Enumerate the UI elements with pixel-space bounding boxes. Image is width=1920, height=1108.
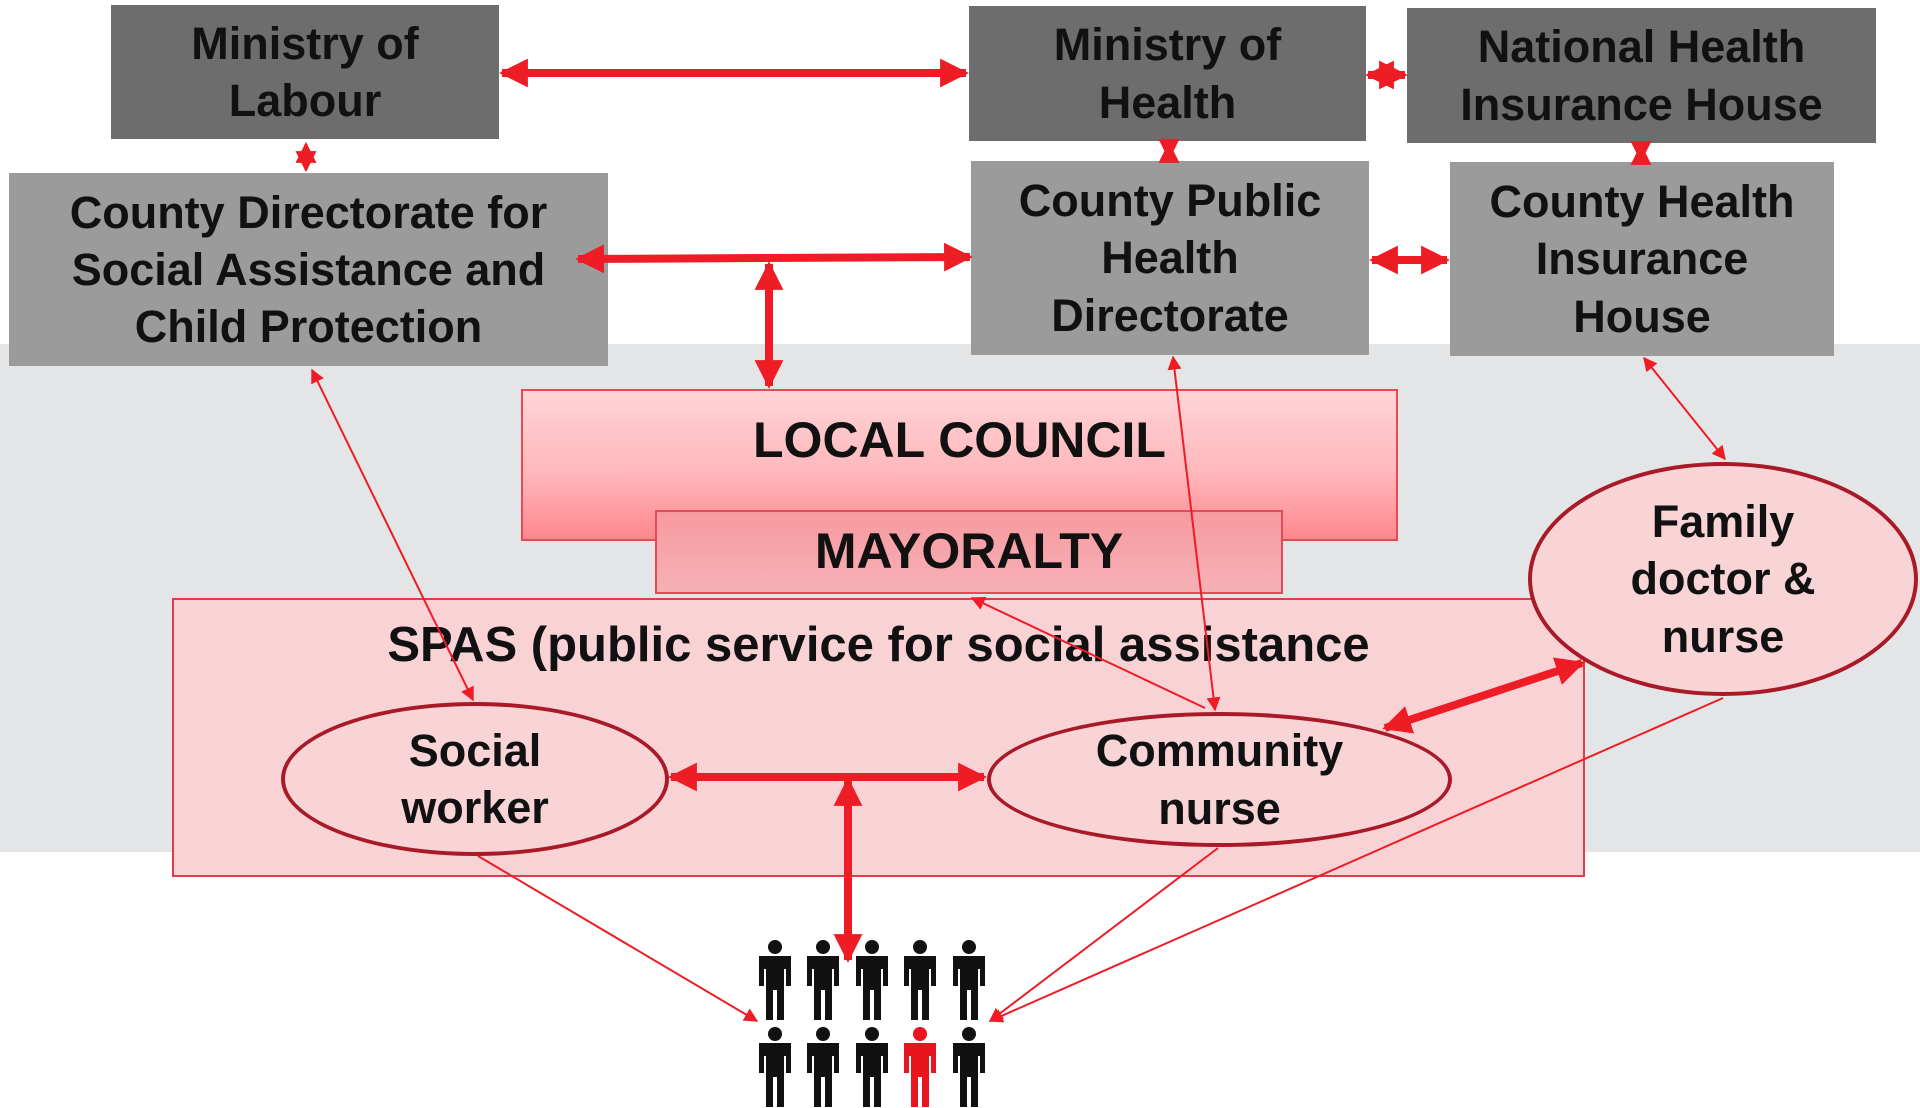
national-health-insurance-label: National Health Insurance House: [1460, 21, 1823, 130]
social-worker-label: Social worker: [401, 724, 549, 833]
person-icon: [904, 1027, 936, 1107]
county-public-health-label: County Public Health Directorate: [1018, 175, 1322, 341]
ministry-of-labour-label: Ministry of Labour: [191, 17, 419, 126]
arrow-insurance-family-doctor: [1643, 356, 1726, 461]
ministry-of-health-label: Ministry of Health: [1053, 19, 1282, 128]
arrow-community-nurse-family-doctor: [1382, 657, 1585, 734]
person-icon: [904, 940, 936, 1020]
person-icon: [807, 1027, 839, 1107]
community-nurse-ellipse: Community nurse: [987, 712, 1452, 847]
arrow-nurse-mayoralty: [970, 597, 1206, 709]
ministry-of-health-box: Ministry of Health: [969, 6, 1366, 141]
county-social-directorate-box: County Directorate for Social Assistance…: [9, 173, 608, 366]
person-icon: [807, 940, 839, 1020]
person-icon: [759, 940, 791, 1020]
spas-label: SPAS (public service for social assistan…: [387, 618, 1370, 672]
people-group: [759, 940, 985, 1107]
arrow-community-nurse-people: [988, 847, 1219, 1022]
social-worker-ellipse: Social worker: [281, 702, 669, 856]
county-social-directorate-label: County Directorate for Social Assistance…: [69, 186, 548, 353]
family-doctor-label: Family doctor & nurse: [1630, 496, 1816, 662]
local-council-label: LOCAL COUNCIL: [753, 412, 1166, 468]
person-icon: [953, 1027, 985, 1107]
county-health-insurance-box: County Health Insurance House: [1450, 162, 1834, 356]
arrow-county-social-social-worker: [311, 368, 474, 702]
ministry-of-labour-box: Ministry of Labour: [111, 5, 499, 139]
county-public-health-box: County Public Health Directorate: [971, 161, 1369, 355]
person-icon: [856, 1027, 888, 1107]
county-health-insurance-label: County Health Insurance House: [1489, 176, 1795, 342]
arrow-publichealth-community-nurse: [1167, 355, 1221, 712]
community-nurse-label: Community nurse: [1095, 725, 1344, 834]
national-health-insurance-box: National Health Insurance House: [1407, 8, 1876, 143]
person-icon: [759, 1027, 791, 1107]
arrow-social-publichealth: [575, 242, 973, 274]
person-icon: [856, 940, 888, 1020]
family-doctor-ellipse: Family doctor & nurse: [1528, 462, 1918, 696]
mayoralty-label: MAYORALTY: [814, 523, 1124, 580]
arrow-family-doctor-people: [988, 697, 1724, 1023]
person-icon: [953, 940, 985, 1020]
arrow-social-worker-people: [477, 855, 759, 1022]
